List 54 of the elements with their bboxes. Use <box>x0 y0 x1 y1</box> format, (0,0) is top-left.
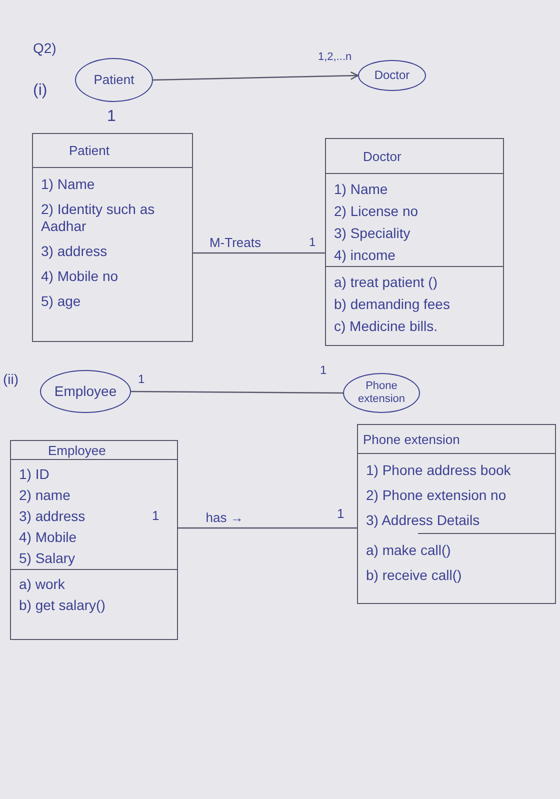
attribute-text: 1) Name <box>41 176 95 193</box>
connector-line <box>193 252 325 254</box>
method-text: a) work <box>19 576 65 593</box>
attribute-text: 4) income <box>334 247 396 263</box>
multiplicity-label: 1 <box>152 509 160 524</box>
multiplicity-label: 1 <box>138 373 145 386</box>
class-name: Phone extension <box>363 432 460 446</box>
class-box <box>357 424 556 604</box>
attribute-text: 3) Address Details <box>366 512 480 529</box>
attribute-text: 1) ID <box>19 466 50 483</box>
multiplicity-label: 1 <box>107 108 116 126</box>
entity-name: Doctor <box>374 68 410 82</box>
method-text: a) treat patient () <box>334 274 438 290</box>
method-text: b) receive call() <box>366 567 462 584</box>
part-number: (ii) <box>3 372 19 388</box>
attribute-text: 2) name <box>19 487 70 504</box>
connector-line <box>178 527 357 529</box>
method-text: a) make call() <box>366 542 451 559</box>
class-name: Employee <box>48 442 106 458</box>
attribute-text: 3) address <box>41 243 108 260</box>
attribute-text: 5) age <box>41 293 81 310</box>
attribute-text: 3) address <box>19 508 86 525</box>
class-name: Doctor <box>363 148 402 164</box>
multiplicity-label: 1,2,...n <box>318 51 352 64</box>
method-text: b) get salary() <box>19 597 106 614</box>
method-text: b) demanding fees <box>334 296 450 312</box>
class-box <box>32 133 193 342</box>
method-text: c) Medicine bills. <box>334 318 438 334</box>
question-number: Q2) <box>33 41 56 56</box>
attribute-text: 4) Mobile no <box>41 268 118 285</box>
class-box <box>325 138 504 346</box>
entity-oval <box>358 60 426 91</box>
attribute-text: 5) Salary <box>19 550 76 567</box>
attribute-text: 2) License no <box>334 203 418 219</box>
part-number: (i) <box>33 82 48 100</box>
entity-oval <box>343 373 420 413</box>
class-box <box>10 440 178 640</box>
attribute-text: 1) Name <box>334 181 388 197</box>
attribute-text: 2) Phone extension no <box>366 487 506 504</box>
entity-name: Phone extension <box>356 380 406 406</box>
class-name: Patient <box>69 143 110 158</box>
multiplicity-label: 1 <box>309 236 316 250</box>
arrow <box>152 71 359 81</box>
attribute-text: 4) Mobile <box>19 529 77 546</box>
entity-name: Employee <box>54 383 117 400</box>
entity-oval <box>40 370 131 413</box>
attribute-text: 3) Speciality <box>334 225 410 241</box>
entity-oval <box>75 58 153 102</box>
attribute-text: 2) Identity such as Aadhar <box>41 201 156 235</box>
multiplicity-label: 1 <box>337 507 344 522</box>
connector-line <box>131 390 343 394</box>
multiplicity-label: 1 <box>320 364 327 378</box>
attribute-text: 1) Phone address book <box>366 462 511 479</box>
entity-name: Patient <box>94 72 134 88</box>
